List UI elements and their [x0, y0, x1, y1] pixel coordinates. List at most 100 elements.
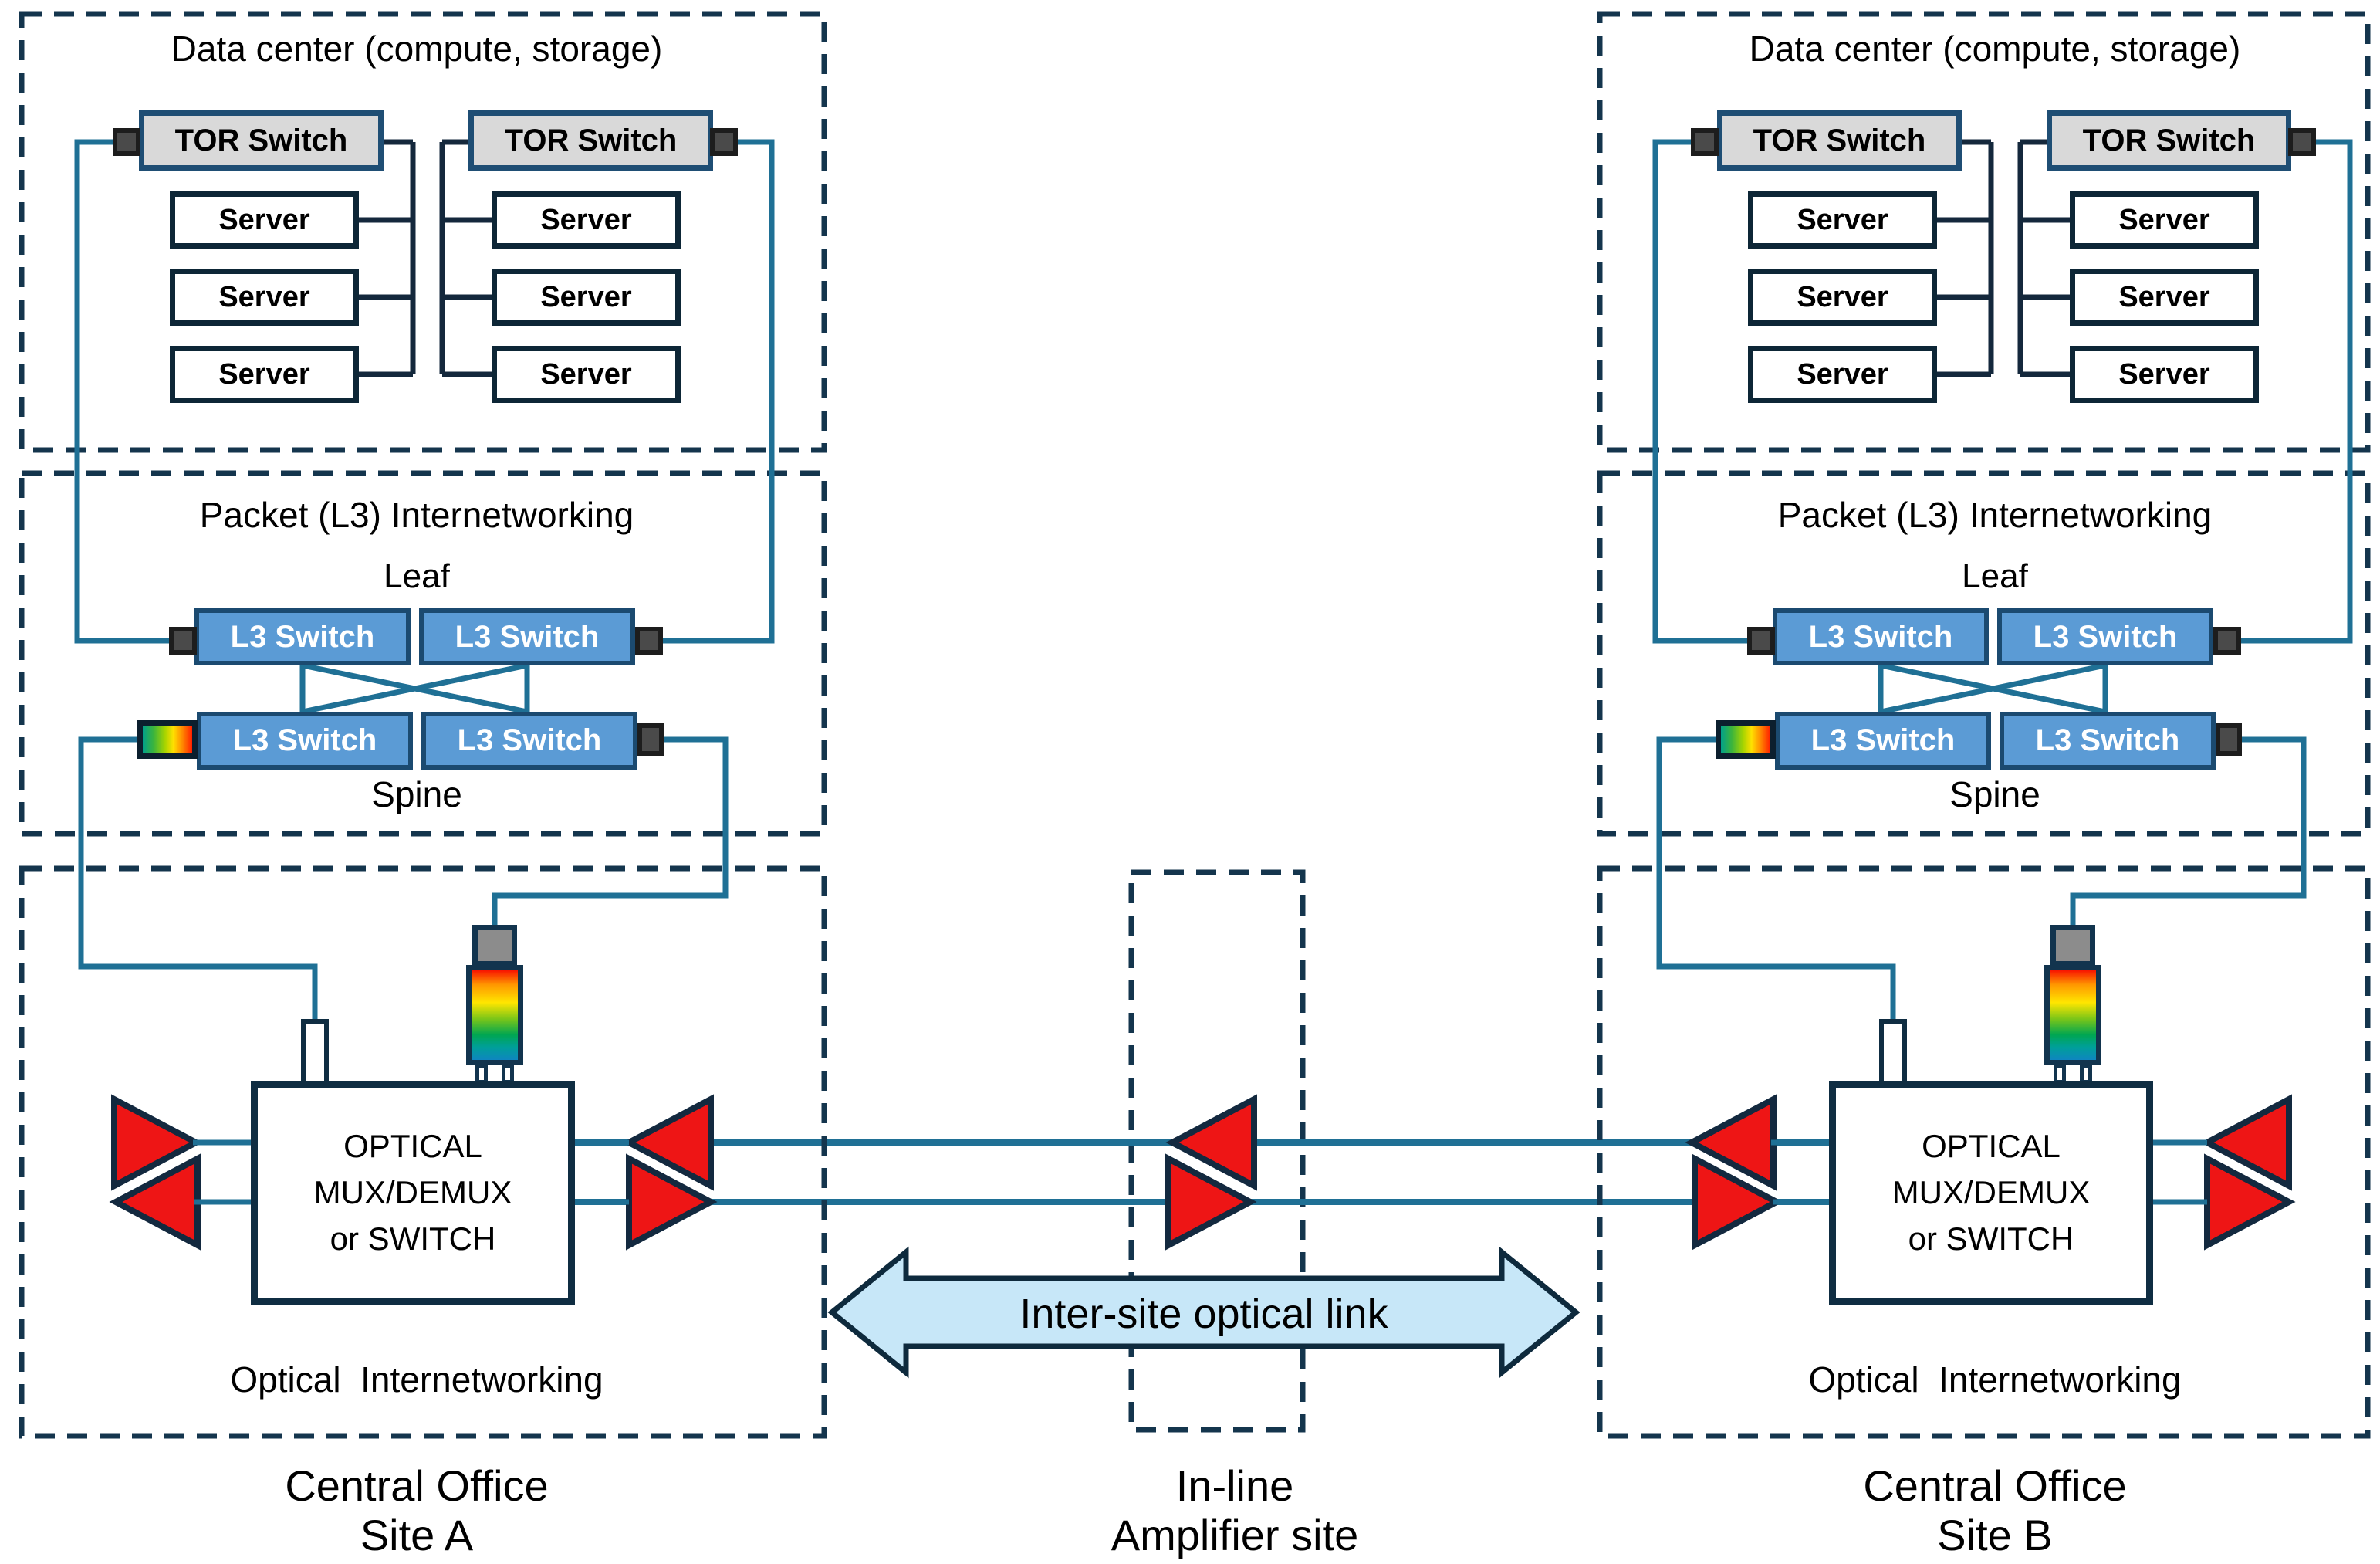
leaf-label: Leaf — [384, 557, 450, 595]
dwdm-transceiver-icon — [466, 965, 523, 1065]
mux-right-fiber-stubs — [575, 1139, 629, 1205]
server-label: Server — [1797, 203, 1888, 236]
l3-leaf-switch: L3 Switch — [419, 608, 635, 665]
optical-amplifiers — [109, 1094, 2296, 1251]
intersite-link-label: Inter-site optical link — [1019, 1291, 1388, 1337]
l3-switch-label: L3 Switch — [455, 619, 600, 654]
mux-right-fiber-stubs — [2153, 1139, 2207, 1205]
leaf-label: Leaf — [1962, 557, 2028, 595]
optical-internetworking-boundary — [19, 865, 827, 1439]
tor1-to-leaf1-link — [74, 139, 169, 644]
server-label: Server — [540, 280, 632, 313]
server: Server — [1748, 269, 1937, 326]
spine-port-connector-icon — [2216, 723, 2242, 756]
optical-mux-box: OPTICAL MUX/DEMUX or SWITCH — [1829, 1081, 2153, 1305]
tor1-server-bus — [1937, 139, 1994, 377]
intersite-link-arrow — [827, 1246, 1580, 1379]
amplifier-triangle-right-icon — [1165, 1153, 1257, 1251]
l3-switch-label: L3 Switch — [2033, 619, 2178, 654]
tor-port-connector-icon — [1691, 128, 1719, 156]
optical-internetworking-label: Optical Internetworking — [230, 1359, 603, 1400]
server: Server — [492, 191, 681, 249]
server-label: Server — [540, 203, 632, 236]
transceiver-cap-icon — [2050, 925, 2095, 966]
server: Server — [1748, 346, 1937, 403]
amplifier-triangle-right-icon — [1692, 1153, 1783, 1251]
tor-port-connector-icon — [710, 128, 738, 156]
data-center-boundary — [19, 11, 827, 453]
spine-label: Spine — [1949, 774, 2040, 814]
mux-port-stub — [1879, 1019, 1907, 1085]
site-caption-line2: Site B — [1937, 1511, 2053, 1559]
tor-port-connector-icon — [113, 128, 140, 156]
tor-switch-label: TOR Switch — [174, 123, 348, 157]
server: Server — [492, 346, 681, 403]
server: Server — [2070, 269, 2259, 326]
optical-internetworking-boundary — [1597, 865, 2371, 1439]
l3-switch-label: L3 Switch — [1808, 619, 1953, 654]
mux-line: or SWITCH — [1908, 1220, 2074, 1257]
leaf-port-connector-icon — [169, 627, 197, 655]
server-bus-lines — [359, 139, 492, 377]
spine1-to-mux-link — [1656, 736, 1896, 1024]
tor-switch: TOR Switch — [2047, 110, 2291, 171]
tor-switch-label: TOR Switch — [504, 123, 678, 157]
spine-label: Spine — [371, 774, 462, 814]
tor2-to-leaf2-link — [663, 139, 775, 644]
server-label: Server — [218, 357, 310, 391]
tor2-to-leaf2-link — [2241, 139, 2353, 644]
data-center-title: Data center (compute, storage) — [171, 29, 663, 69]
server-label: Server — [540, 357, 632, 391]
leaf-spine-mesh-links — [299, 662, 530, 715]
server-label: Server — [218, 203, 310, 236]
dwdm-transceiver-connector-icon — [137, 720, 198, 759]
server: Server — [2070, 191, 2259, 249]
site-caption-line1: Central Office — [285, 1461, 549, 1510]
inline-site-caption-line1: In-line — [1175, 1461, 1294, 1510]
site-a-section: Data center (compute, storage) TOR Switc… — [0, 0, 864, 1564]
server: Server — [1748, 191, 1937, 249]
amplifier-triangle-right-icon — [111, 1094, 203, 1191]
site-caption-line1: Central Office — [1863, 1461, 2127, 1510]
leaf-port-connector-icon — [1747, 627, 1775, 655]
data-center-title: Data center (compute, storage) — [1749, 29, 2241, 69]
tor-switch-label: TOR Switch — [1753, 123, 1926, 157]
dwdm-transceiver-connector-icon — [1716, 720, 1776, 759]
l3-switch-label: L3 Switch — [230, 619, 375, 654]
mux-left-fiber-stubs — [193, 1139, 251, 1205]
amplifier-triangle-left-icon — [2200, 1094, 2292, 1191]
leaf-port-connector-icon — [2213, 627, 2241, 655]
l3-leaf-switch: L3 Switch — [1773, 608, 1989, 665]
mux-line: MUX/DEMUX — [313, 1174, 512, 1210]
packet-internetworking-boundary — [1597, 470, 2371, 837]
l3-leaf-switch: L3 Switch — [1997, 608, 2213, 665]
amplifier-triangle-left-icon — [1165, 1094, 1257, 1191]
server-label: Server — [218, 280, 310, 313]
tor2-server-bus — [2017, 139, 2070, 377]
optical-mux-box: OPTICAL MUX/DEMUX or SWITCH — [251, 1081, 575, 1305]
l3-spine-switch: L3 Switch — [421, 712, 637, 770]
teal-links — [74, 139, 775, 1205]
tor1-server-bus — [359, 139, 416, 377]
mux-line: MUX/DEMUX — [1891, 1174, 2091, 1210]
mux-line: or SWITCH — [330, 1220, 496, 1257]
server: Server — [492, 269, 681, 326]
transceiver-cap-icon — [472, 925, 517, 966]
packet-title: Packet (L3) Internetworking — [1777, 495, 2213, 535]
server-label: Server — [1797, 280, 1888, 313]
mux-left-fiber-stubs — [1771, 1139, 1829, 1205]
site-a-lines — [19, 11, 827, 1439]
tor-port-connector-icon — [2288, 128, 2316, 156]
l3-spine-switch: L3 Switch — [197, 712, 413, 770]
spine1-to-mux-link — [78, 736, 318, 1024]
amplifier-triangle-left-icon — [622, 1094, 714, 1191]
tor1-to-leaf1-link — [1652, 139, 1747, 644]
packet-internetworking-boundary — [19, 470, 827, 837]
tor-switch-label: TOR Switch — [2082, 123, 2256, 157]
spine-port-connector-icon — [637, 723, 664, 756]
l3-leaf-switch: L3 Switch — [194, 608, 411, 665]
inline-site-caption-line2: Amplifier site — [1111, 1511, 1359, 1559]
mux-line: OPTICAL — [343, 1128, 482, 1164]
server-label: Server — [2118, 357, 2210, 391]
